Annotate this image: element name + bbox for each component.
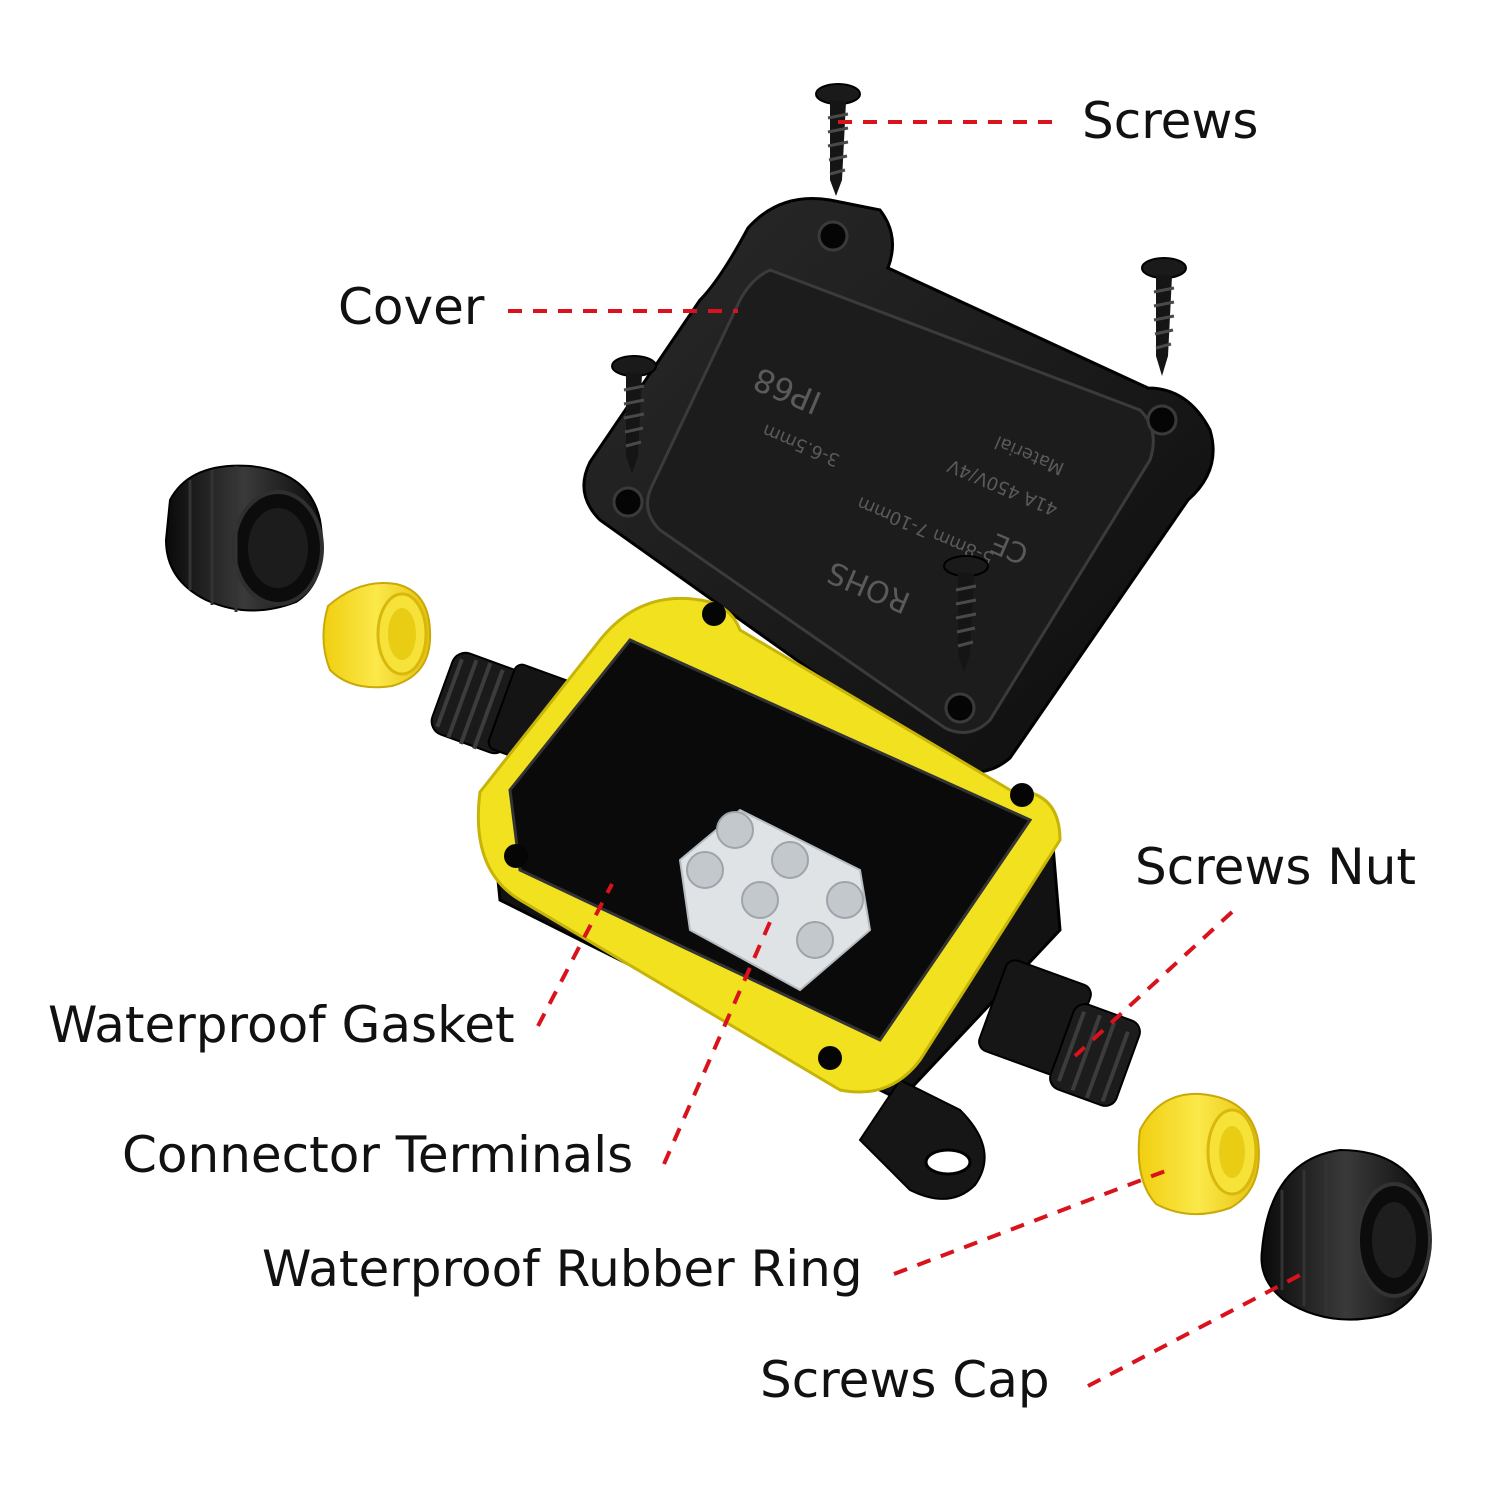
screw-right (1141, 257, 1187, 376)
label-connector-terminals: Connector Terminals (122, 1126, 634, 1184)
cable-gland-right (978, 959, 1141, 1107)
cover-plate: ROHS 5-8mm 7-10mm 3-6.5mm IP68 41A 450V/… (582, 197, 1215, 774)
leader-gasket (536, 883, 614, 1027)
screws-cap-right (1260, 1148, 1432, 1321)
leader-screws-cap (1087, 1272, 1303, 1388)
label-waterproof-gasket: Waterproof Gasket (48, 996, 515, 1054)
screw-top (815, 83, 861, 196)
rubber-ring-right (1137, 1092, 1260, 1216)
screw-bottom (943, 555, 989, 672)
screws-cap-left (164, 464, 324, 612)
label-waterproof-rubber-ring: Waterproof Rubber Ring (262, 1240, 863, 1298)
connector-terminals (678, 808, 872, 992)
rubber-ring-left (322, 582, 432, 689)
cable-gland-left (430, 651, 573, 767)
leader-terminals (662, 921, 772, 1165)
label-screws: Screws (1082, 92, 1259, 150)
label-cover: Cover (338, 278, 485, 336)
screw-left (611, 355, 657, 474)
label-screws-nut: Screws Nut (1135, 838, 1416, 896)
label-screws-cap: Screws Cap (760, 1351, 1050, 1409)
leader-lines (508, 120, 1303, 1388)
leader-screws-nut (1073, 910, 1234, 1058)
